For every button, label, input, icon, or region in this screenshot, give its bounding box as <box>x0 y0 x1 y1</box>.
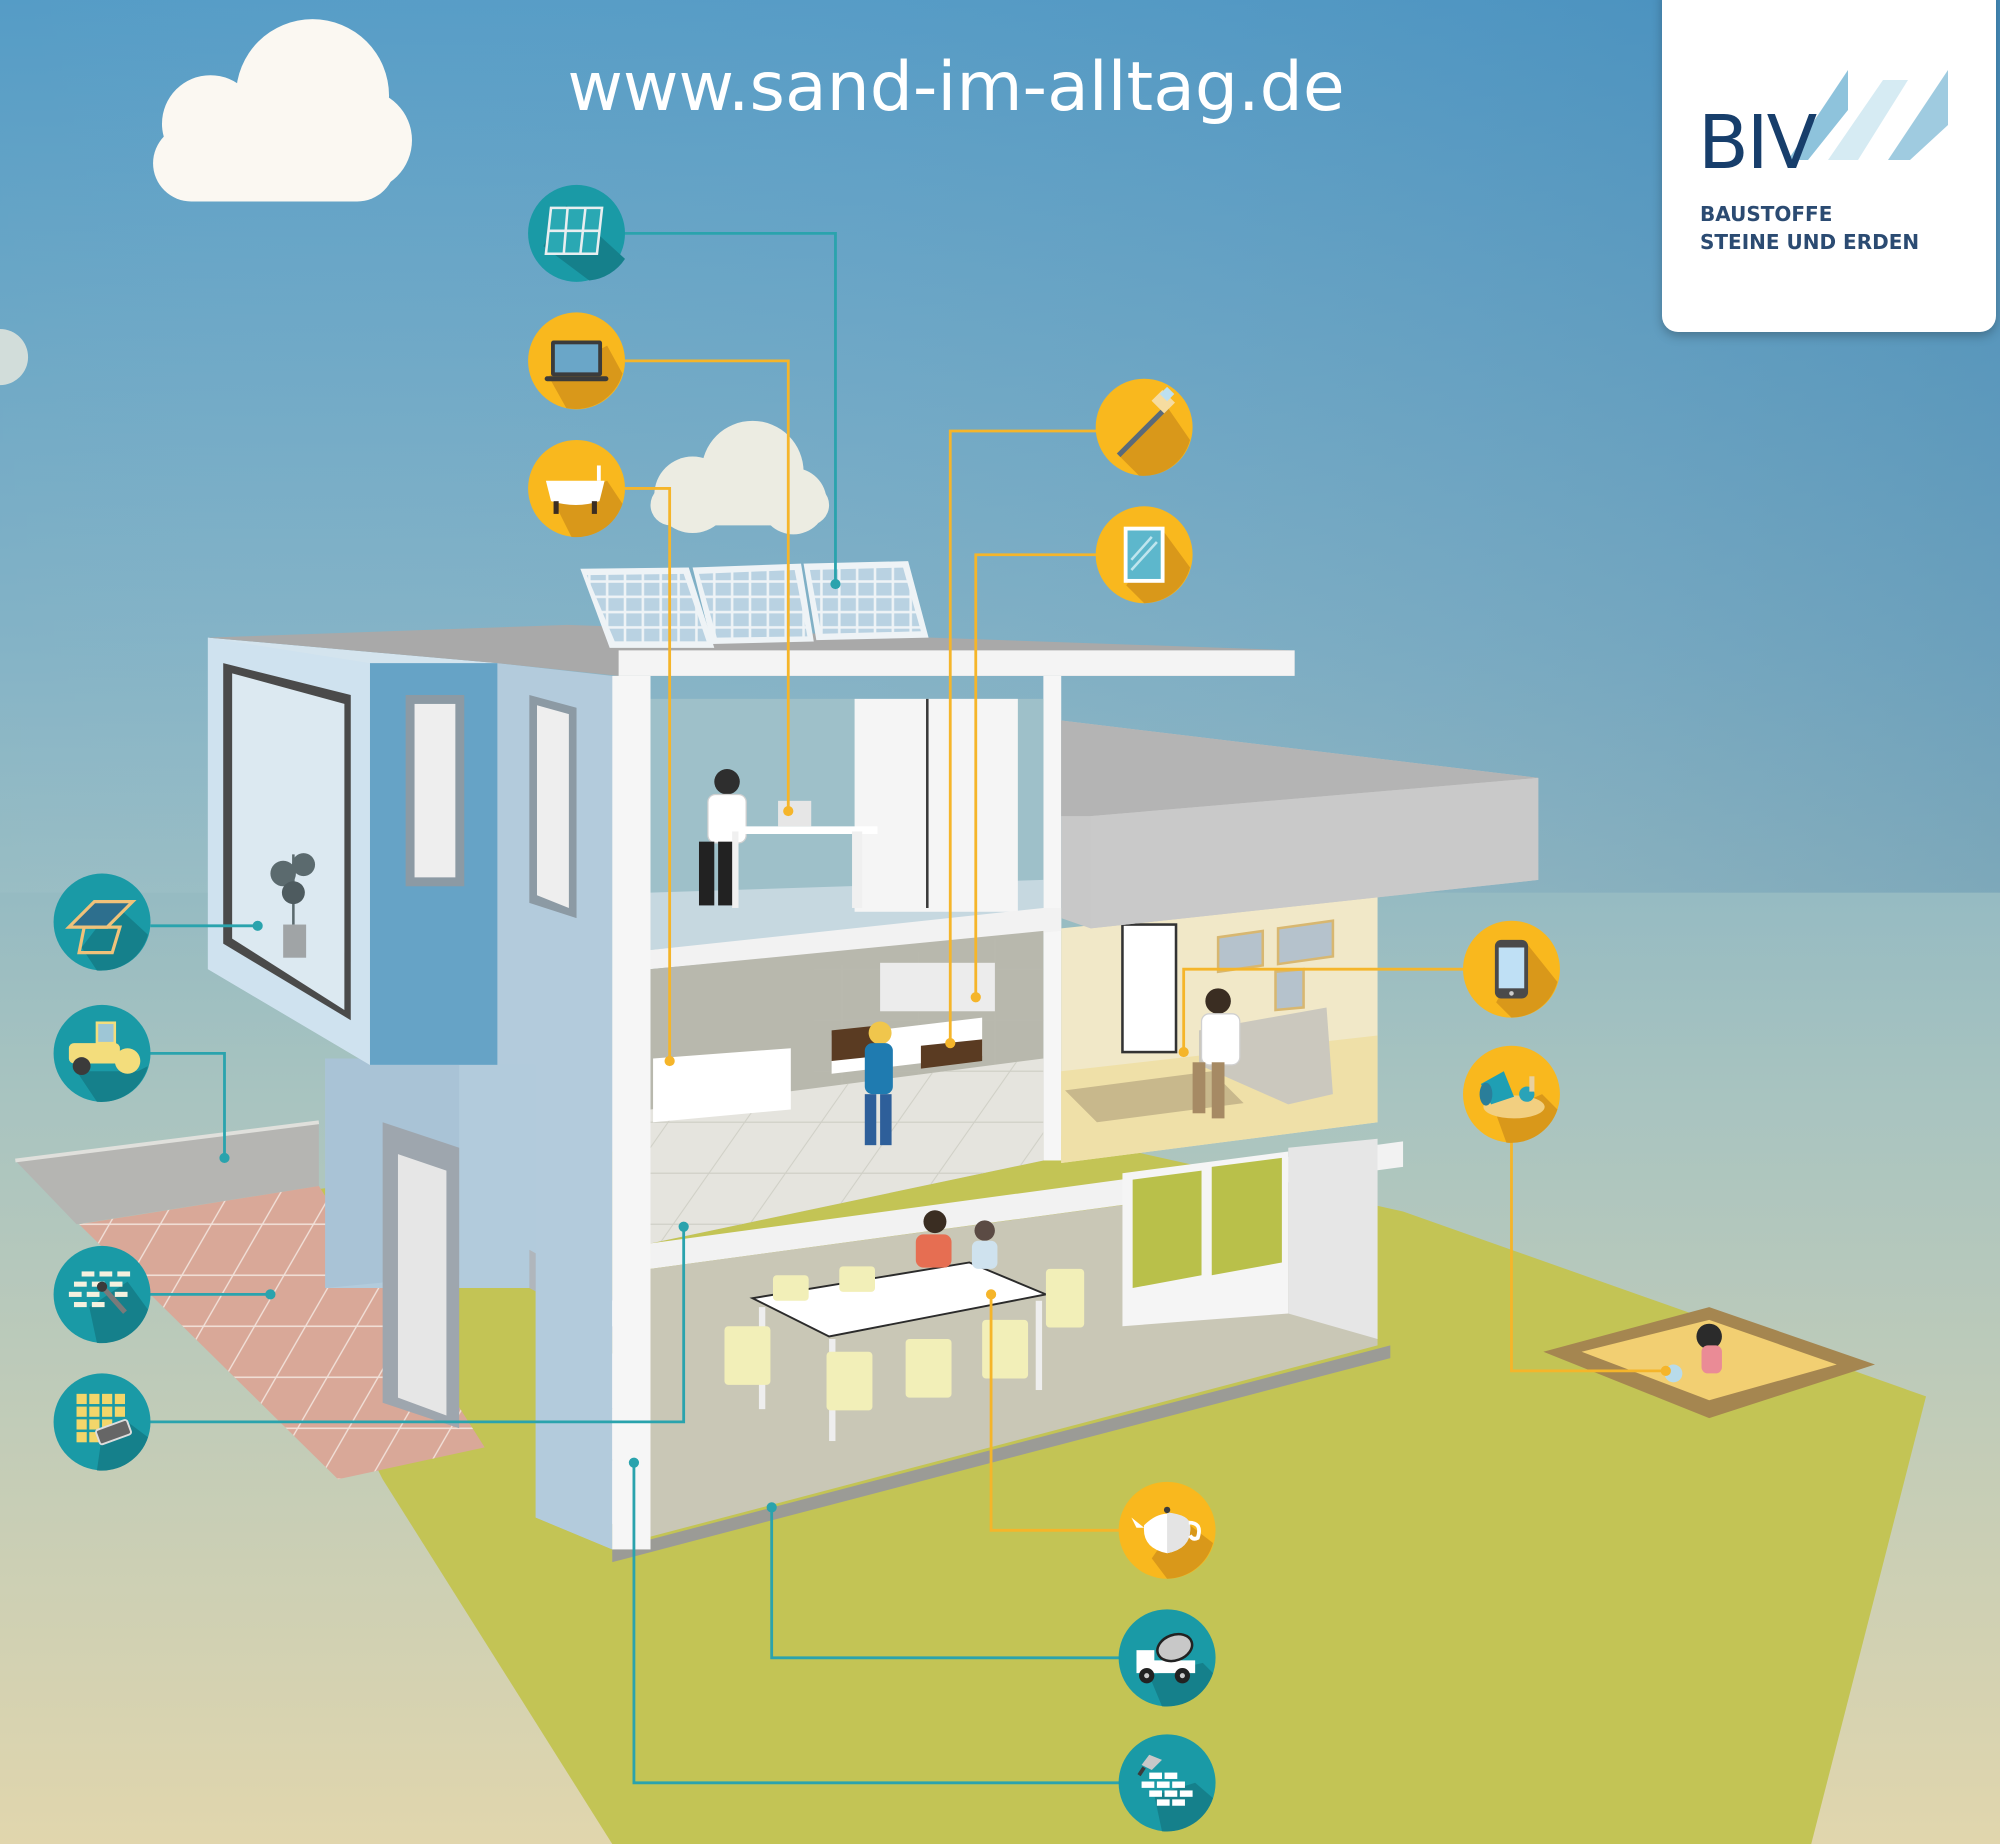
teapot-icon[interactable] <box>1118 1481 1216 1579</box>
bathtub-icon[interactable] <box>528 439 625 538</box>
toothbrush-icon[interactable] <box>1095 378 1193 476</box>
logo-stripes-icon <box>1788 70 1948 160</box>
solar-panel-icon[interactable] <box>528 184 625 282</box>
tiles-trowel-icon[interactable] <box>53 1373 151 1471</box>
bricks-icon[interactable] <box>1118 1734 1216 1832</box>
road-roller-icon[interactable] <box>53 1004 151 1102</box>
logo-abbreviation: BIV <box>1698 100 1817 186</box>
connector-dots <box>219 578 1671 1513</box>
cloud-small-left <box>0 329 29 386</box>
man-on-sofa <box>1192 988 1241 1119</box>
laptop-icon[interactable] <box>528 312 625 410</box>
sand-bucket-icon[interactable] <box>1463 1045 1560 1143</box>
cloud-medium <box>650 420 830 535</box>
paving-path <box>79 1185 485 1480</box>
plant <box>270 853 316 958</box>
connector-lines <box>150 231 1666 1785</box>
smartphone-icon[interactable] <box>1463 920 1560 1018</box>
rooftop-solar-panels <box>580 561 929 648</box>
woman-at-sink <box>864 1021 893 1146</box>
mirror-icon[interactable] <box>1095 506 1193 604</box>
logo-line-1: BAUSTOFFE <box>1700 202 1833 226</box>
website-url[interactable]: www.sand-im-alltag.de <box>567 48 1345 127</box>
sandbox <box>1543 1307 1875 1419</box>
paving-stones-icon[interactable] <box>53 1245 151 1344</box>
window-icon[interactable] <box>53 873 151 971</box>
cloud-large <box>153 19 412 202</box>
office-worker <box>698 768 878 908</box>
biv-logo[interactable]: BIV BAUSTOFFE STEINE UND ERDEN <box>1662 0 1996 332</box>
logo-line-2: STEINE UND ERDEN <box>1700 230 1920 254</box>
concrete-mixer-icon[interactable] <box>1118 1609 1216 1707</box>
dining-table <box>724 1210 1085 1442</box>
street <box>15 1122 319 1225</box>
